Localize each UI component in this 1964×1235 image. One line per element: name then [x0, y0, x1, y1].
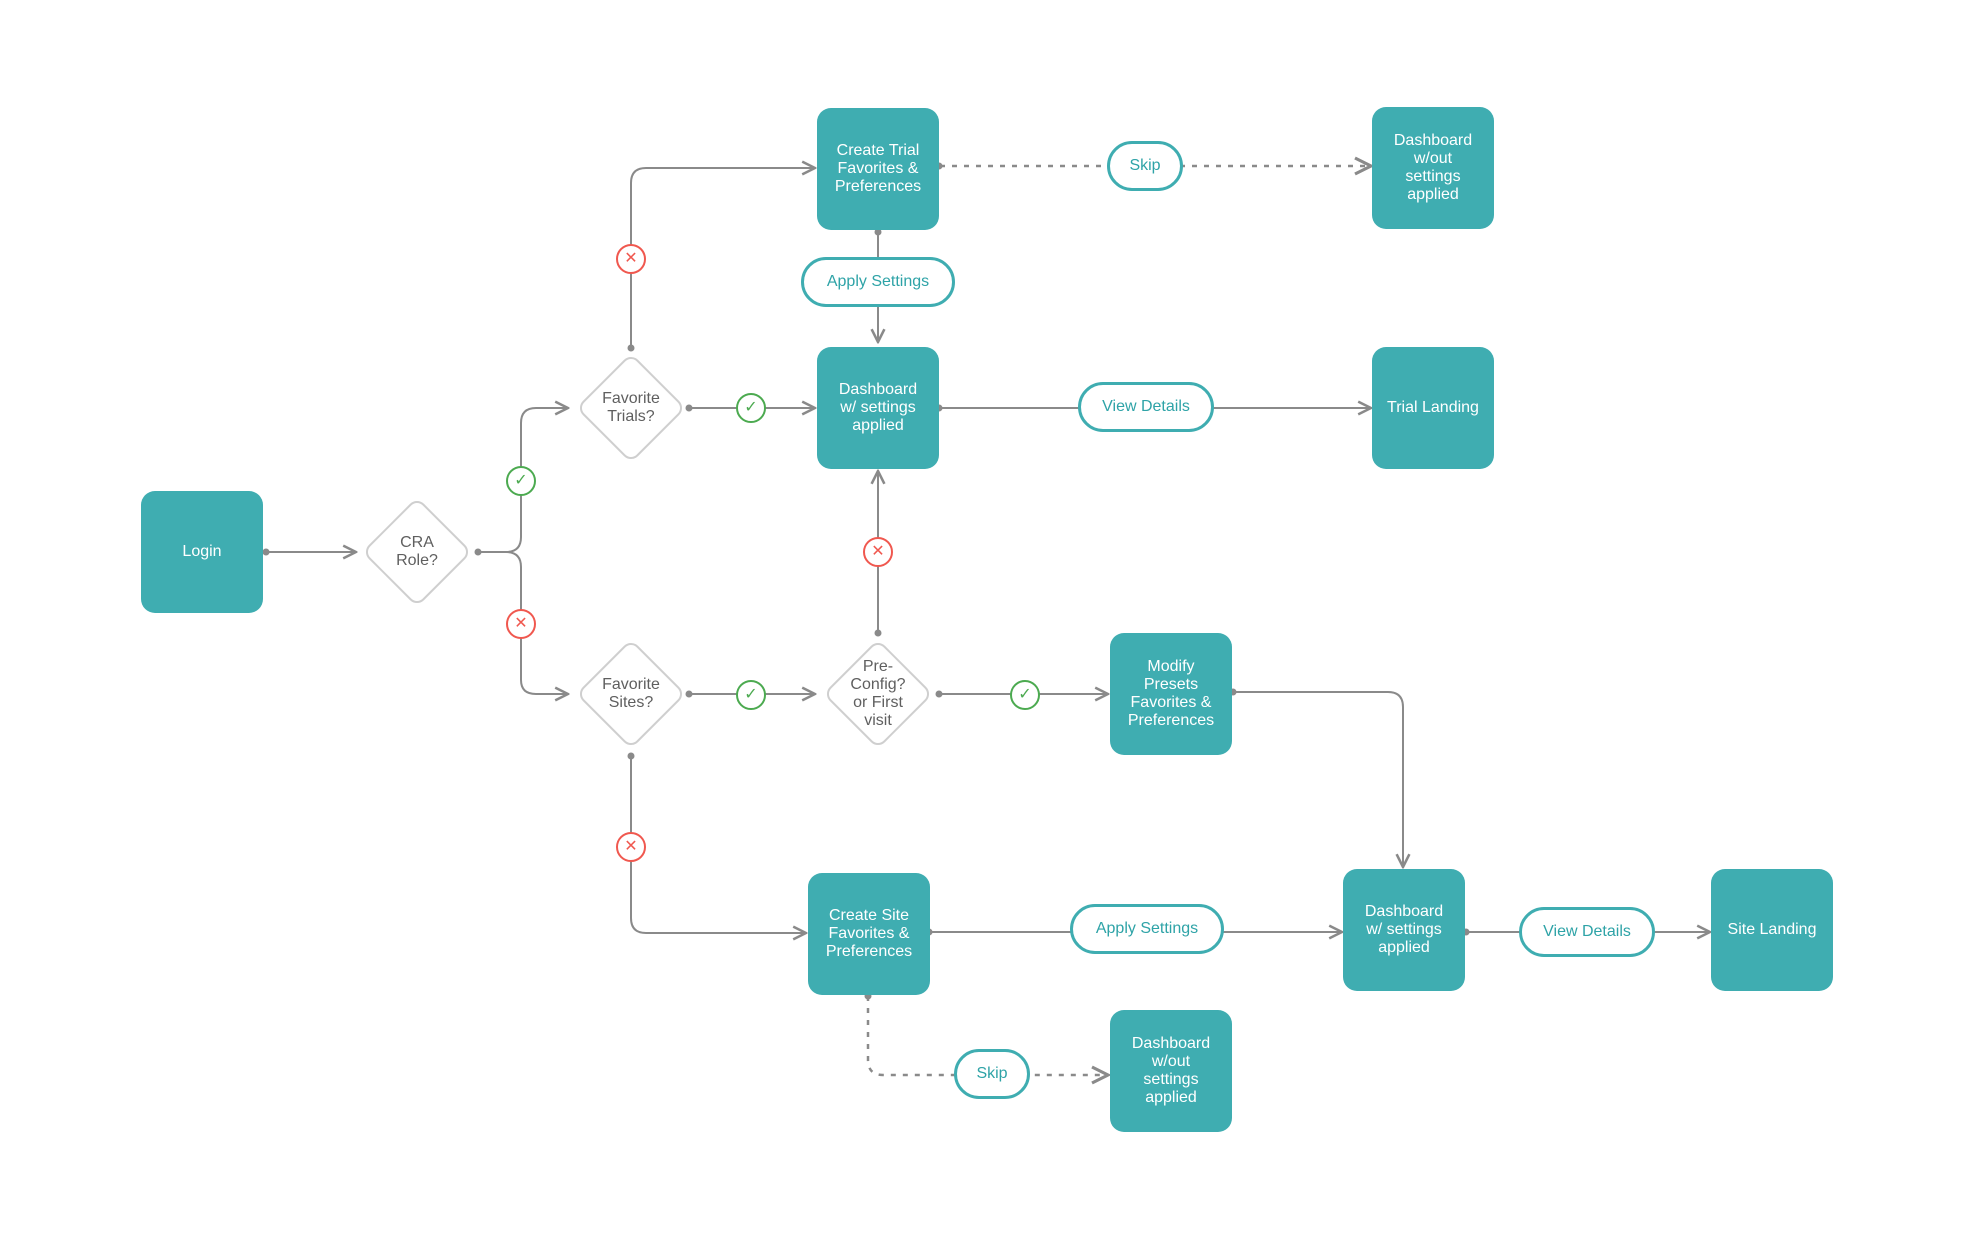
dashboard-without-settings-site-node[interactable]: Dashboard w/out settings applied [1110, 1010, 1232, 1132]
checkmark-icon: ✓ [736, 680, 766, 710]
connector-dot [874, 228, 882, 236]
connector-dot [874, 629, 882, 637]
modify-presets-node[interactable]: Modify Presets Favorites & Preferences [1110, 633, 1232, 755]
checkmark-icon: ✓ [506, 466, 536, 496]
create-trial-favorites-node[interactable]: Create Trial Favorites & Preferences [817, 108, 939, 230]
dashboard-with-settings-site-node[interactable]: Dashboard w/ settings applied [1343, 869, 1465, 991]
connector-dot [685, 690, 693, 698]
view-details-site-pill[interactable]: View Details [1519, 907, 1655, 957]
connector-favorite-trials-no [630, 168, 815, 347]
decision-label: CRA Role? [396, 534, 438, 569]
connector-skip-site [866, 996, 1108, 1075]
dashboard-with-settings-trial-node[interactable]: Dashboard w/ settings applied [817, 347, 939, 469]
connector-dot [474, 548, 482, 556]
skip-trial-pill[interactable]: Skip [1107, 141, 1183, 191]
connector-favorite-sites-no [630, 756, 806, 933]
favorite-sites-decision[interactable]: Favorite Sites? [570, 633, 692, 755]
apply-settings-trial-pill[interactable]: Apply Settings [801, 257, 955, 307]
checkmark-icon: ✓ [1010, 680, 1040, 710]
x-icon: ✕ [616, 244, 646, 274]
trial-landing-node[interactable]: Trial Landing [1372, 347, 1494, 469]
connector-dot [627, 752, 635, 760]
apply-settings-site-pill[interactable]: Apply Settings [1070, 904, 1224, 954]
connector-modify-to-dashboard [1233, 691, 1403, 867]
create-site-favorites-node[interactable]: Create Site Favorites & Preferences [808, 873, 930, 995]
connector-dot [627, 344, 635, 352]
checkmark-icon: ✓ [736, 393, 766, 423]
connector-dot [685, 404, 693, 412]
connector-cra-to-favorite-sites [505, 551, 568, 694]
login-node[interactable]: Login [141, 491, 263, 613]
x-icon: ✕ [616, 832, 646, 862]
preconfig-first-visit-decision[interactable]: Pre- Config? or First visit [817, 633, 939, 755]
decision-label: Pre- Config? or First visit [850, 658, 906, 729]
connector-dot [935, 690, 943, 698]
connector-dot [262, 548, 270, 556]
dashboard-without-settings-trial-node[interactable]: Dashboard w/out settings applied [1372, 107, 1494, 229]
favorite-trials-decision[interactable]: Favorite Trials? [570, 347, 692, 469]
decision-label: Favorite Sites? [602, 676, 660, 711]
cra-role-decision[interactable]: CRA Role? [356, 491, 478, 613]
view-details-trial-pill[interactable]: View Details [1078, 382, 1214, 432]
x-icon: ✕ [506, 609, 536, 639]
site-landing-node[interactable]: Site Landing [1711, 869, 1833, 991]
decision-label: Favorite Trials? [602, 390, 660, 425]
x-icon: ✕ [863, 537, 893, 567]
skip-site-pill[interactable]: Skip [954, 1049, 1030, 1099]
